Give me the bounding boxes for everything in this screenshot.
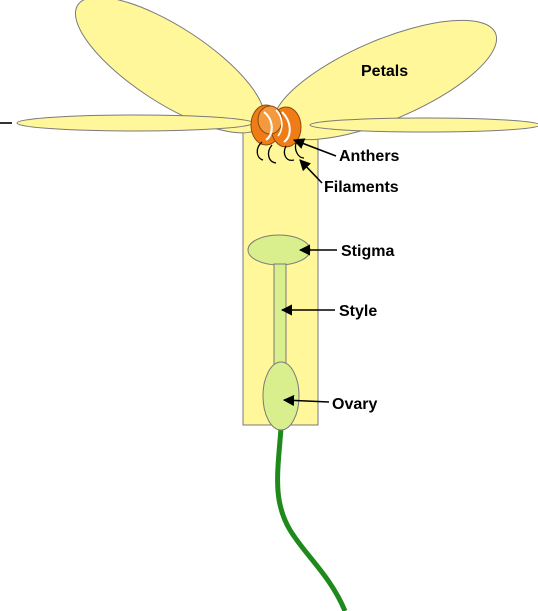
- label-style: Style: [339, 303, 377, 320]
- label-filaments: Filaments: [324, 179, 399, 196]
- label-anthers: Anthers: [339, 148, 400, 165]
- ovary: [263, 362, 299, 430]
- petal-right: [310, 118, 538, 132]
- style: [274, 264, 286, 368]
- anthers: [251, 105, 301, 147]
- label-stigma: Stigma: [341, 243, 394, 260]
- stem: [278, 428, 345, 611]
- label-ovary: Ovary: [332, 396, 377, 413]
- petal-left: [17, 115, 253, 131]
- label-petals: Petals: [361, 63, 408, 80]
